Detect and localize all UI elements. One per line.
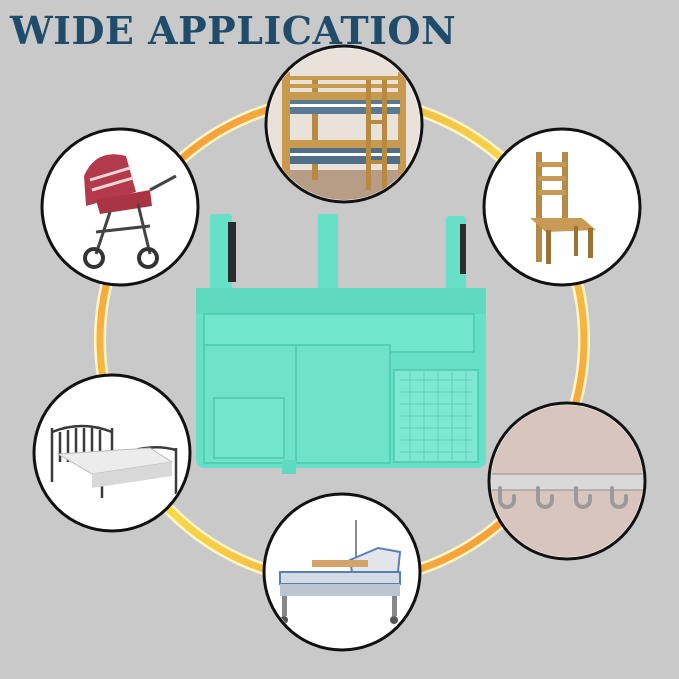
hospital-bed-icon xyxy=(262,492,422,652)
hooks-icon xyxy=(487,401,647,561)
metal-bed-icon xyxy=(32,373,192,533)
bunk-bed-icon xyxy=(264,44,424,204)
chair-icon xyxy=(482,127,642,287)
page-title: WIDE APPLICATION xyxy=(10,8,457,53)
stroller-icon xyxy=(40,127,200,287)
bedside-caddy-bag xyxy=(196,214,486,474)
